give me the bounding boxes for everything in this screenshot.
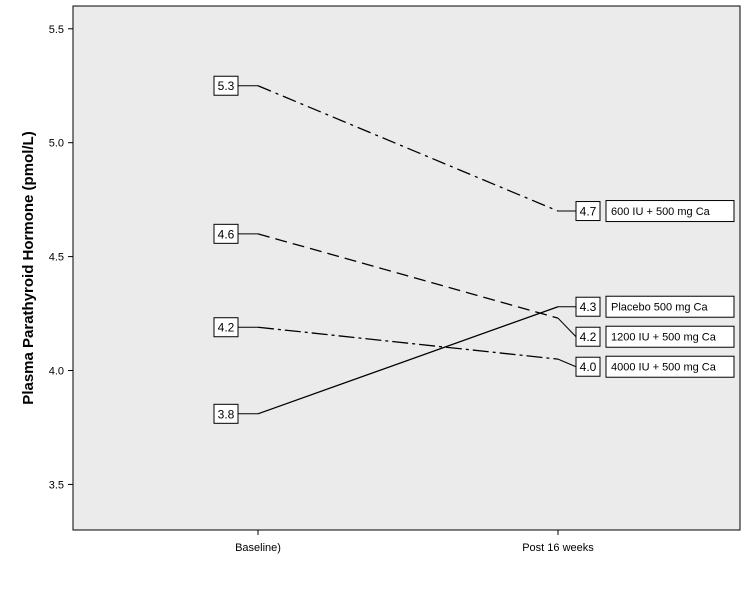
series-line: [257, 233, 559, 319]
series-name-box: [605, 355, 735, 378]
y-tick-label: 5.0: [49, 138, 64, 150]
value-label: 5.3: [218, 79, 235, 93]
label-connector: [557, 317, 577, 338]
value-label-box: [213, 317, 239, 338]
plot-area: [72, 5, 741, 531]
y-tick-label: 3.5: [49, 479, 64, 491]
value-label-box: [213, 403, 239, 424]
series-lines: [257, 85, 559, 415]
y-axis: 3.5 4.0 4.5 5.0 5.5: [49, 24, 73, 491]
value-label-box: [575, 326, 601, 347]
series-name-box: [605, 325, 735, 348]
y-axis-title: Plasma Parathyroid Hormone (pmol/L): [20, 131, 37, 404]
x-tick-label: Baseline): [235, 542, 281, 554]
series-name-label: Placebo 500 mg Ca: [611, 302, 708, 314]
series-name-label: 1200 IU + 500 mg Ca: [611, 332, 717, 344]
value-label-box: [575, 356, 601, 377]
x-axis: Baseline) Post 16 weeks: [235, 530, 594, 554]
series-name-box: [605, 200, 735, 223]
value-label: 4.6: [218, 227, 235, 241]
value-label-box: [575, 296, 601, 317]
series-name-box: [605, 295, 735, 318]
value-label: 3.8: [218, 407, 235, 421]
value-label: 4.0: [580, 360, 597, 374]
series-name-label: 600 IU + 500 mg Ca: [611, 206, 711, 218]
value-label: 4.7: [580, 205, 597, 219]
y-tick-label: 4.0: [49, 366, 64, 378]
series-line: [257, 85, 559, 212]
value-label-box: [213, 75, 239, 96]
series-line: [257, 326, 559, 360]
value-label: 4.2: [580, 330, 597, 344]
y-tick-label: 4.5: [49, 252, 64, 264]
value-label-box: [213, 223, 239, 244]
series-line: [257, 306, 559, 415]
x-tick-label: Post 16 weeks: [522, 542, 594, 554]
value-label: 4.3: [580, 300, 597, 314]
label-connector: [557, 358, 577, 368]
point-labels: 5.3 4.7 4.6 4.2 4.2 4.0 3.8 4.3: [213, 75, 601, 424]
value-label-box: [575, 201, 601, 222]
series-name-label: 4000 IU + 500 mg Ca: [611, 362, 717, 374]
value-label: 4.2: [218, 321, 235, 335]
y-tick-label: 5.5: [49, 24, 64, 36]
series-name-labels: 600 IU + 500 mg Ca 1200 IU + 500 mg Ca 400…: [605, 200, 735, 378]
